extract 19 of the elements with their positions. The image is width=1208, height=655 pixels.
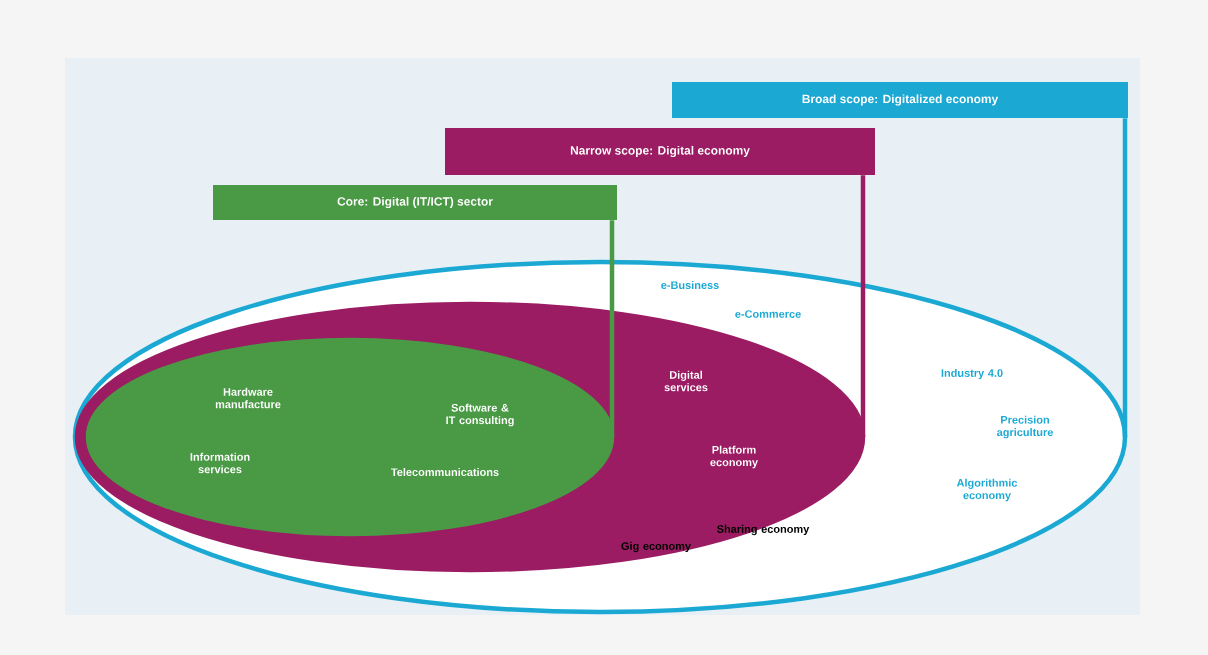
ellipse-label: Algorithmic economy	[956, 478, 1018, 502]
leader-line	[609, 220, 615, 437]
ellipse-label: Telecommunications	[391, 467, 499, 476]
ellipse-label: e-Commerce	[735, 310, 801, 318]
ellipse-label: Gig economy	[621, 541, 691, 553]
ellipse-label: Sharing economy	[717, 524, 810, 536]
ellipse-label: Software & IT consulting	[446, 403, 514, 427]
header-box: Narrow scope: Digital economy	[445, 128, 875, 175]
header-box: Broad scope: Digitalized economy	[672, 82, 1128, 118]
leader-line	[860, 175, 866, 437]
ellipse-label: Platform economy	[710, 445, 758, 469]
leader-line	[1122, 118, 1128, 437]
header-box: Core: Digital (IT/ICT) sector	[213, 185, 617, 220]
ellipse-label: e-Business	[661, 281, 719, 289]
ellipse-label: Industry 4.0	[941, 368, 1003, 380]
ellipse-label: Precision agriculture	[997, 415, 1053, 439]
ellipse-label: Digital services	[664, 370, 708, 392]
ellipse-label: Hardware manufacture	[215, 387, 281, 409]
ellipse-label: Information services	[190, 452, 250, 474]
